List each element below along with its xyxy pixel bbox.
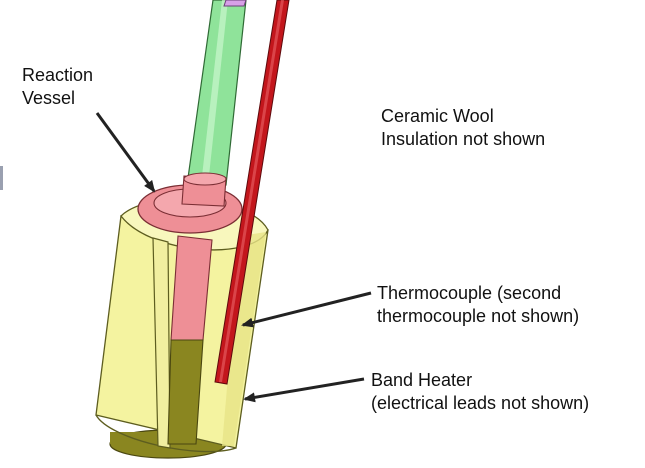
thermocouple-label: Thermocouple (second thermocouple not sh… <box>377 282 579 328</box>
thermocouple-rod <box>214 0 290 385</box>
reaction-vessel <box>137 172 243 445</box>
ceramic-wool-label-line-1: Ceramic Wool <box>381 106 494 126</box>
reaction-vessel-label-line-2: Vessel <box>22 88 76 108</box>
thermocouple-arrow <box>241 291 372 328</box>
band-heater-label-line-1: Band Heater <box>371 370 473 390</box>
reaction-vessel-label: Reaction Vessel <box>22 64 93 110</box>
band-heater-label: Band Heater (electrical leads not shown) <box>371 369 589 415</box>
band-heater-label-line-2: (electrical leads not shown) <box>371 393 590 413</box>
edge-mark <box>0 166 3 190</box>
reaction-vessel-arrow <box>95 112 156 193</box>
band-heater-arrow <box>243 377 365 403</box>
ceramic-wool-label: Ceramic Wool Insulation not shown <box>381 105 545 151</box>
feed-tube <box>186 0 247 186</box>
ceramic-wool-label-line-2: Insulation not shown <box>381 129 546 149</box>
thermocouple-label-line-1: Thermocouple (second <box>377 283 562 303</box>
thermocouple-label-line-2: thermocouple not shown) <box>377 306 580 326</box>
reaction-vessel-label-line-1: Reaction <box>22 65 94 85</box>
